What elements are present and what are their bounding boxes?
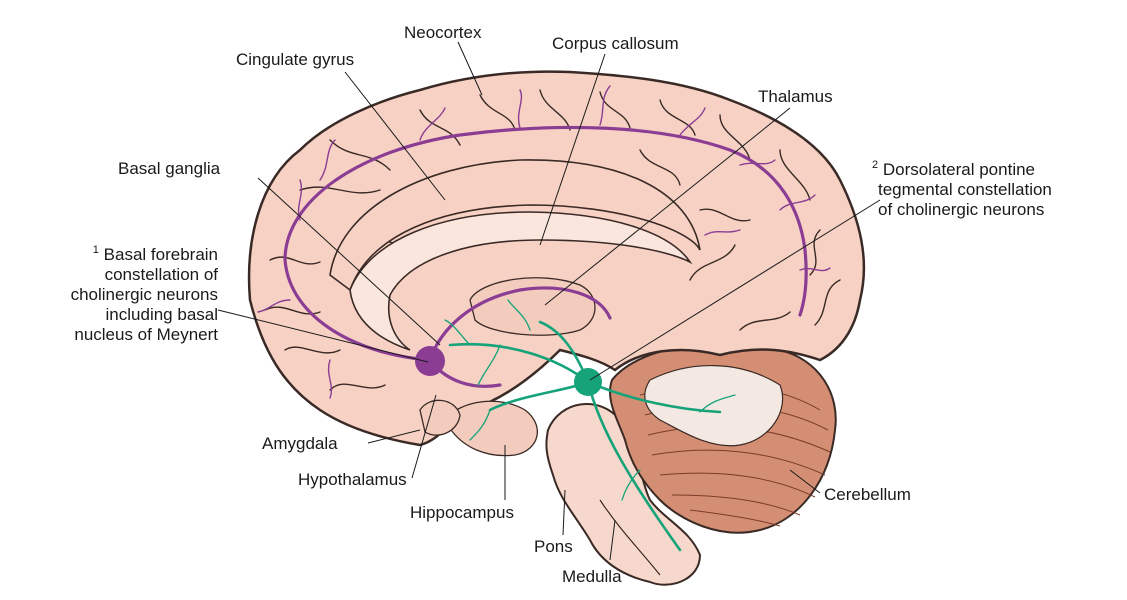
label-cingulate-gyrus: Cingulate gyrus: [236, 50, 355, 69]
hippocampus-shape: [444, 400, 538, 457]
basal-forebrain-line-1: Basal forebrain: [103, 245, 218, 264]
footnote-2: 2: [872, 159, 879, 171]
label-hypothalamus: Hypothalamus: [298, 470, 407, 489]
label-basal-ganglia: Basal ganglia: [118, 159, 221, 178]
footnote-1: 1: [92, 244, 99, 256]
label-amygdala: Amygdala: [262, 434, 338, 453]
cingulate-gyrus-shape: [329, 159, 701, 292]
label-thalamus: Thalamus: [758, 87, 833, 106]
corpus-callosum-shape: [349, 211, 693, 351]
label-dorsolateral-pontine: 2 Dorsolateral pontine tegmental constel…: [872, 160, 1112, 220]
pontine-branches: [444, 299, 736, 501]
leader-lines: [217, 41, 881, 561]
label-corpus-callosum: Corpus callosum: [552, 34, 679, 53]
label-pons: Pons: [534, 537, 573, 556]
label-hippocampus: Hippocampus: [410, 503, 514, 522]
basal-forebrain-line-5: nucleus of Meynert: [74, 325, 218, 344]
dorsolateral-line-3: of cholinergic neurons: [878, 200, 1045, 219]
thalamus-shape: [469, 277, 596, 336]
medulla-outline: [599, 499, 661, 576]
label-cerebellum: Cerebellum: [824, 485, 911, 504]
basal-forebrain-line-2: constellation of: [104, 265, 218, 284]
pontine-tegmental-nucleus: [574, 368, 602, 396]
dorsolateral-line-1: Dorsolateral pontine: [882, 160, 1036, 179]
dorsolateral-line-2: tegmental constellation: [878, 180, 1052, 199]
amygdala-shape: [419, 399, 461, 436]
basal-forebrain-line-4: including basal: [105, 305, 218, 324]
label-medulla: Medulla: [562, 567, 622, 586]
cerebellum-shape: [609, 342, 837, 534]
basal-forebrain-line-3: cholinergic neurons: [70, 285, 218, 304]
basal-forebrain-nucleus: [415, 346, 445, 376]
label-neocortex: Neocortex: [404, 23, 482, 42]
label-basal-forebrain: 1 Basal forebrain constellation of choli…: [18, 245, 218, 345]
